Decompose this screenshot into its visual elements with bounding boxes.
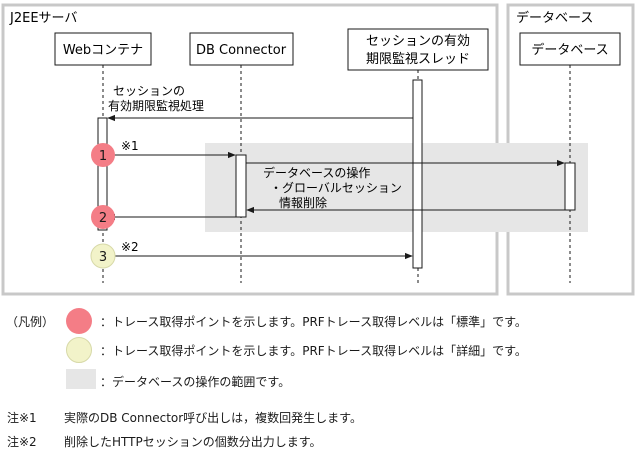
db-connector-label: DB Connector <box>196 43 287 58</box>
trace-point-2 <box>91 205 115 229</box>
trace-point-1 <box>91 143 115 167</box>
database-label: データベース <box>531 42 608 58</box>
db-operation-label-2: ・グローバルセッション <box>270 181 402 195</box>
database-container-label: データベース <box>516 10 593 26</box>
legend-detail-point-icon <box>66 337 92 363</box>
sequence-diagram: J2EEサーバ データベース Webコンテナ DB Connector セッショ… <box>1 3 635 296</box>
trace-point-2-label: 2 <box>99 211 107 226</box>
session-monitor-message-label-1: セッションの <box>113 84 185 98</box>
session-monitor-thread-box <box>347 28 489 71</box>
session-monitor-message-label-2: 有効期限監視処理 <box>108 98 204 113</box>
note-2-text: 削除したHTTPセッションの個数分出力します。 <box>64 435 322 449</box>
database-activation <box>564 162 576 211</box>
legend-range-swatch <box>66 369 96 389</box>
note-2-key: 注※2 <box>7 435 37 449</box>
legend-detail-text: ：トレース取得ポイントを示します。PRFトレース取得レベルは「詳細」です。 <box>100 344 527 358</box>
db-operation-label-3: 情報削除 <box>279 195 327 210</box>
db-operation-range <box>205 143 588 232</box>
web-container-label: Webコンテナ <box>63 43 143 58</box>
db-connector-activation <box>235 154 247 218</box>
legend-title: （凡例） <box>6 315 55 329</box>
j2ee-server-label: J2EEサーバ <box>9 11 77 26</box>
web-activation <box>97 117 108 231</box>
note-1: 注※1 実際のDB Connector呼び出しは，複数回発生します。 <box>7 409 362 426</box>
session-monitor-thread-label-1: セッションの有効 <box>366 34 470 49</box>
thread-activation <box>412 79 423 269</box>
trace-point-3 <box>90 243 116 269</box>
trace-point-3-label: 3 <box>99 250 107 265</box>
web-container-box <box>54 32 152 66</box>
db-connector-box <box>189 32 294 66</box>
note2-marker: ※2 <box>121 240 139 254</box>
note1-marker: ※1 <box>121 139 139 153</box>
legend-range-text: ：データベースの操作の範囲です。 <box>100 375 291 389</box>
legend-standard-text: ：トレース取得ポイントを示します。PRFトレース取得レベルは「標準」です。 <box>100 315 527 329</box>
session-monitor-thread-label-2: 期限監視スレッド <box>366 51 470 67</box>
note-2: 注※2 削除したHTTPセッションの個数分出力します。 <box>7 433 322 450</box>
legend-standard-point-icon <box>66 308 92 334</box>
note-1-key: 注※1 <box>7 411 37 425</box>
trace-point-1-label: 1 <box>99 149 107 164</box>
db-operation-label-1: データベースの操作 <box>263 165 370 180</box>
note-1-text: 実際のDB Connector呼び出しは，複数回発生します。 <box>64 411 362 425</box>
